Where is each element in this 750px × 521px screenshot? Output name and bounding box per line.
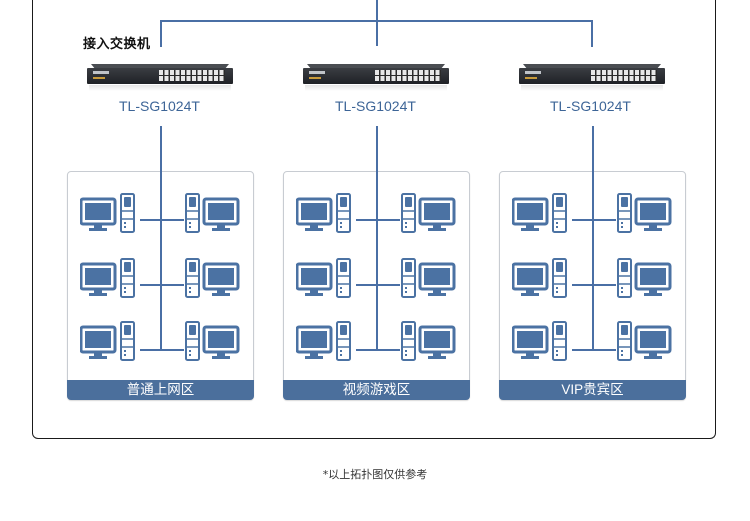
branch-link-line — [572, 219, 616, 221]
computer-icon — [184, 321, 240, 363]
computer-icon — [80, 193, 136, 235]
branch-link-line — [572, 284, 616, 286]
computer-icon — [616, 258, 672, 300]
branch-link-line — [140, 219, 184, 221]
computer-icon — [400, 193, 456, 235]
zone-title-1: 普通上网区 — [67, 380, 254, 400]
diagram-frame — [32, 0, 716, 439]
computer-icon — [296, 193, 352, 235]
disclaimer-footnote: *以上拓扑图仅供参考 — [322, 468, 428, 481]
computer-icon — [512, 258, 568, 300]
computer-icon — [80, 258, 136, 300]
access-switch-label: 接入交换机 — [83, 37, 151, 52]
computer-icon — [512, 321, 568, 363]
switch-device-3 — [519, 64, 665, 91]
uplink-left-drop — [160, 20, 162, 47]
computer-icon — [400, 258, 456, 300]
uplink-right-drop — [591, 20, 593, 47]
branch-link-line — [356, 219, 400, 221]
computer-icon — [296, 321, 352, 363]
branch-link-line — [140, 284, 184, 286]
zone-3-backbone-line — [592, 126, 594, 349]
computer-icon — [512, 193, 568, 235]
computer-icon — [400, 321, 456, 363]
branch-link-line — [356, 284, 400, 286]
computer-icon — [80, 321, 136, 363]
computer-icon — [184, 193, 240, 235]
zone-title-3: VIP贵宾区 — [499, 380, 686, 400]
switch-device-2 — [303, 64, 449, 91]
computer-icon — [616, 321, 672, 363]
switch-device-1 — [87, 64, 233, 91]
branch-link-line — [140, 349, 184, 351]
computer-icon — [296, 258, 352, 300]
computer-icon — [184, 258, 240, 300]
zone-1-backbone-line — [160, 126, 162, 349]
uplink-horizontal-line — [160, 20, 593, 22]
computer-icon — [616, 193, 672, 235]
branch-link-line — [572, 349, 616, 351]
zone-title-2: 视频游戏区 — [283, 380, 470, 400]
switch-model-label-2: TL-SG1024T — [335, 98, 416, 114]
branch-link-line — [356, 349, 400, 351]
switch-model-label-1: TL-SG1024T — [119, 98, 200, 114]
switch-model-label-3: TL-SG1024T — [550, 98, 631, 114]
zone-2-backbone-line — [376, 126, 378, 349]
uplink-trunk-line — [376, 0, 378, 46]
